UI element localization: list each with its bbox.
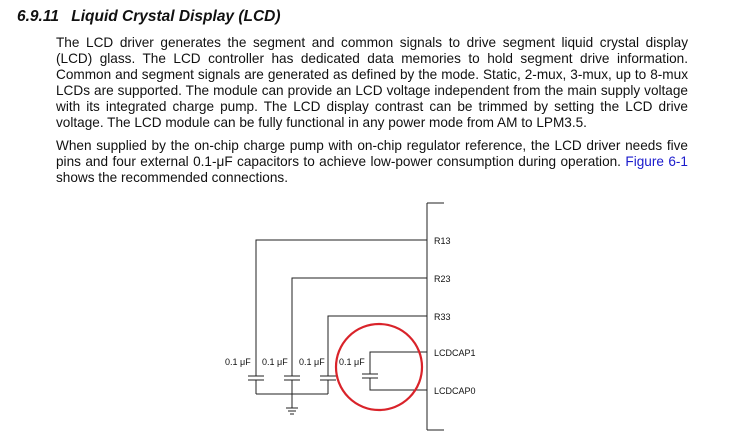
pin-label-r23: R23	[434, 274, 451, 284]
highlight-circle	[334, 322, 424, 412]
paragraph-text-end: shows the recommended connections.	[56, 170, 288, 185]
cap-label-4: 0.1 μF	[339, 357, 365, 367]
cap-label-3: 0.1 μF	[299, 357, 325, 367]
section-heading: 6.9.11 Liquid Crystal Display (LCD)	[17, 8, 281, 26]
figure-link[interactable]: Figure 6-1	[625, 154, 688, 169]
cap-label-1: 0.1 μF	[225, 357, 251, 367]
section-number: 6.9.11	[17, 8, 59, 25]
pin-label-r33: R33	[434, 312, 451, 322]
paragraph-text: When supplied by the on-chip charge pump…	[56, 138, 688, 169]
paragraph-lcd-overview: The LCD driver generates the segment and…	[56, 35, 688, 130]
wire-r23	[291, 277, 427, 368]
pin-label-lcdcap0: LCDCAP0	[434, 386, 476, 396]
wire-r13	[255, 239, 427, 368]
pin-label-lcdcap1: LCDCAP1	[434, 348, 476, 358]
cap-label-2: 0.1 μF	[262, 357, 288, 367]
pin-label-r13: R13	[434, 236, 451, 246]
paragraph-charge-pump: When supplied by the on-chip charge pump…	[56, 138, 688, 186]
wire-r33	[327, 315, 427, 368]
section-title: Liquid Crystal Display (LCD)	[71, 8, 281, 25]
